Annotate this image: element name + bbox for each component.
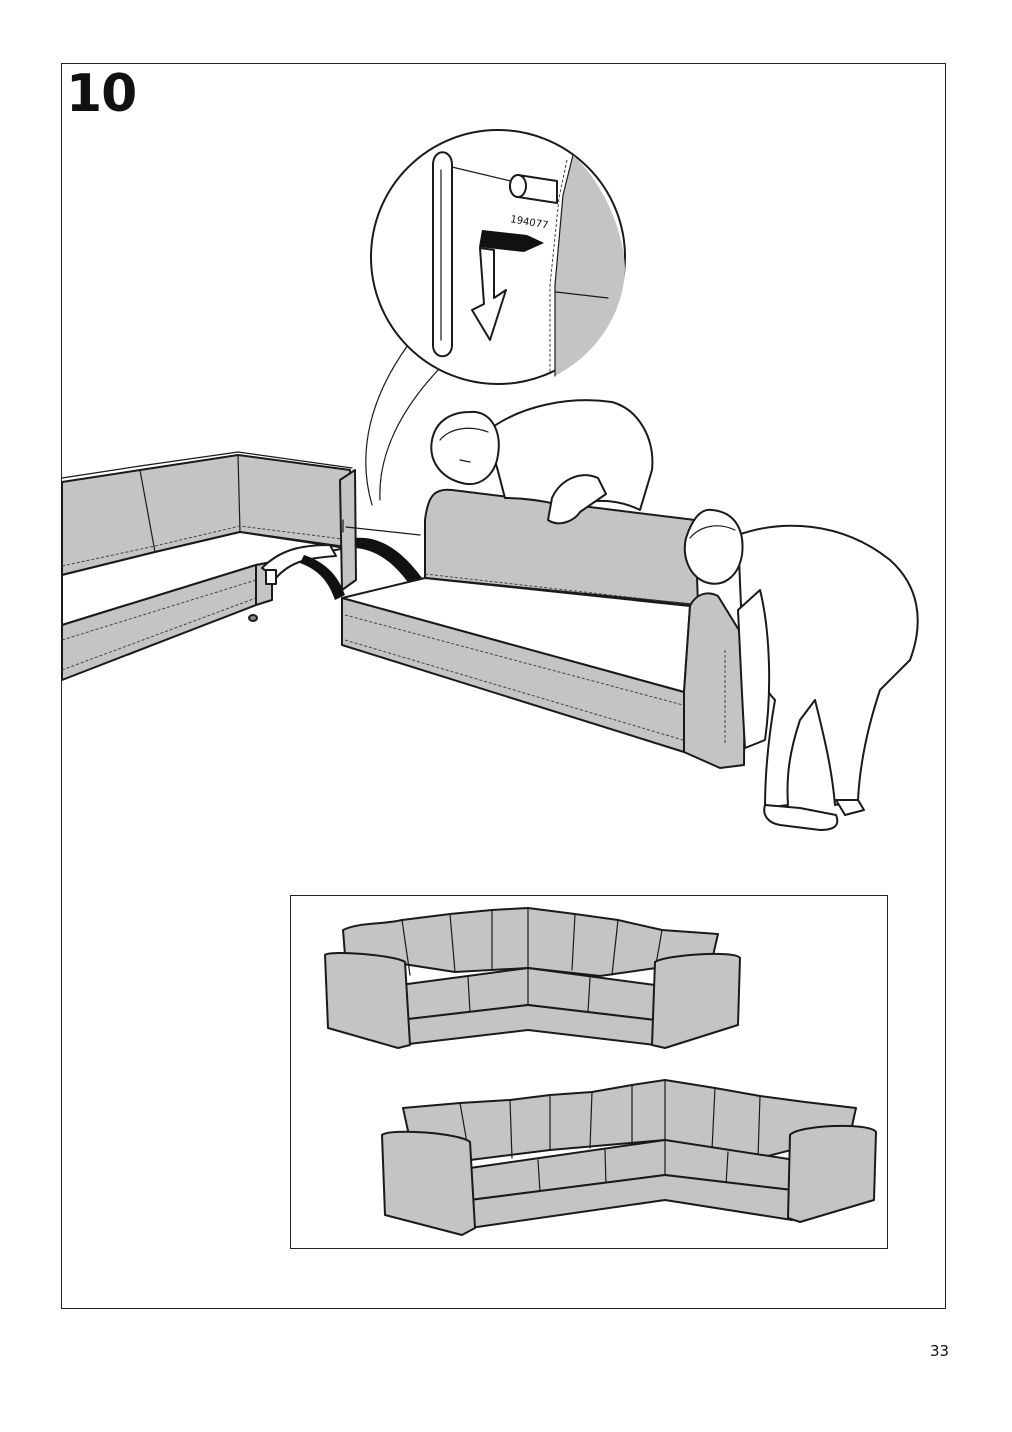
result-preview-box	[290, 895, 888, 1249]
step-frame	[61, 63, 946, 1309]
result-sofa-large	[381, 1079, 877, 1236]
result-sofa-small	[324, 907, 741, 1049]
step-number: 10	[66, 64, 137, 124]
person-lifting-sofa	[683, 508, 919, 831]
detail-callout: 194077	[365, 129, 626, 506]
chaise-sofa-section	[341, 488, 746, 769]
person-behind-sofa	[430, 399, 654, 525]
corner-sofa-section	[61, 451, 357, 681]
connecting-straps	[300, 519, 422, 600]
page-number: 33	[930, 1342, 950, 1360]
